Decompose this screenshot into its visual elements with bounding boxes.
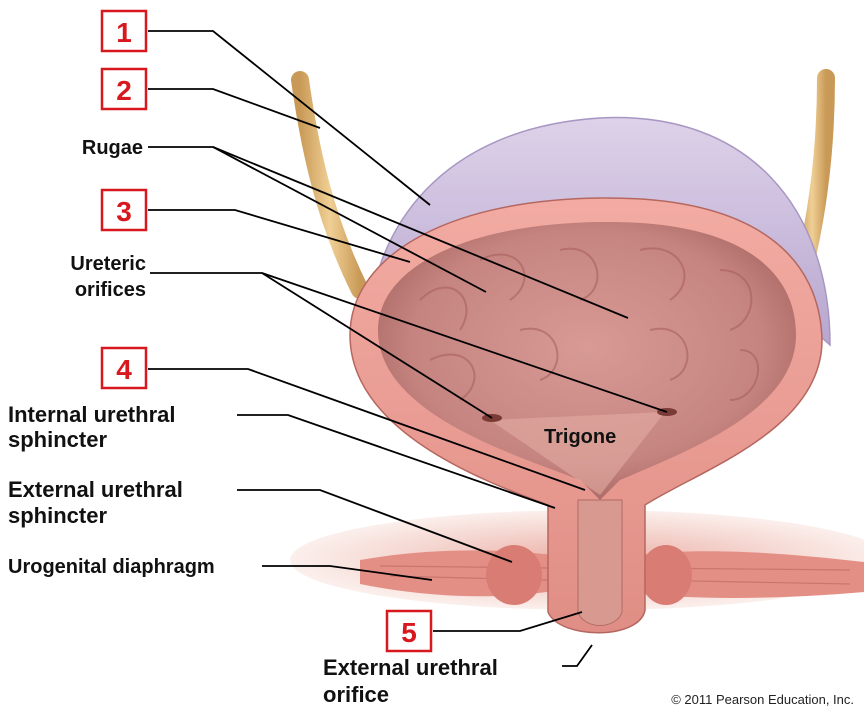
label-external-sphincter-line1: External urethral <box>8 477 183 502</box>
urethra <box>577 499 623 626</box>
label-ureteric-line2: orifices <box>75 279 146 301</box>
label-ureteric-line1: Ureteric <box>70 253 146 275</box>
callout-number-4: 4 <box>116 354 132 385</box>
callout-box-2: 2 <box>100 67 148 111</box>
label-external-orifice-line1: External urethral <box>323 655 498 680</box>
leader-lines <box>148 30 668 667</box>
callout-box-4: 4 <box>100 346 148 390</box>
copyright-notice: © 2011 Pearson Education, Inc. <box>671 692 854 707</box>
callout-number-1: 1 <box>116 17 132 48</box>
callout-box-5: 5 <box>385 609 433 653</box>
rugae-folds <box>419 247 759 401</box>
label-rugae: Rugae <box>82 137 143 159</box>
label-external-orifice-line2: orifice <box>323 682 389 707</box>
label-urogenital-diaphragm: Urogenital diaphragm <box>8 556 215 578</box>
label-trigone: Trigone <box>544 426 616 448</box>
bladder-lumen <box>378 221 796 500</box>
label-internal-sphincter-line2: sphincter <box>8 427 107 452</box>
callout-box-1: 1 <box>100 9 148 53</box>
callout-number-3: 3 <box>116 196 132 227</box>
callout-number-5: 5 <box>401 617 417 648</box>
label-internal-sphincter-line1: Internal urethral <box>8 402 175 427</box>
callout-box-3: 3 <box>100 188 148 232</box>
trigone-region <box>490 412 665 495</box>
callout-number-2: 2 <box>116 75 132 106</box>
label-external-sphincter-line2: sphincter <box>8 503 107 528</box>
